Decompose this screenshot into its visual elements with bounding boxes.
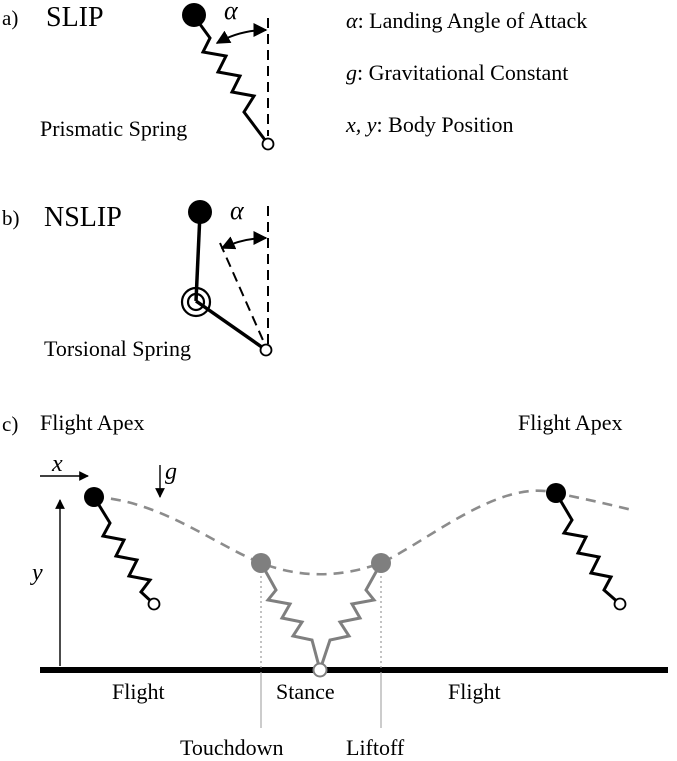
phase-flight-right: Flight bbox=[448, 679, 501, 704]
slip-foot bbox=[261, 137, 275, 151]
legend-xy: x, y: Body Position bbox=[346, 112, 513, 138]
nslip-torsional-spring-inner bbox=[186, 292, 206, 312]
gait-cycle bbox=[40, 465, 668, 728]
nslip-angle-arrow bbox=[220, 231, 268, 250]
slip-angle-symbol: α bbox=[224, 0, 238, 25]
nslip-model bbox=[180, 200, 273, 357]
legend-alpha-symbol: α bbox=[346, 8, 358, 33]
body-trajectory bbox=[93, 489, 633, 576]
flight-apex-left-label: Flight Apex bbox=[40, 410, 145, 435]
legend-alpha: α: Landing Angle of Attack bbox=[346, 8, 587, 34]
apex-left-body-mass bbox=[84, 487, 104, 507]
slip-body-mass bbox=[182, 3, 206, 27]
phase-flight-left: Flight bbox=[112, 679, 165, 704]
panel-c-tag: c) bbox=[2, 412, 19, 436]
prismatic-spring-label: Prismatic Spring bbox=[40, 116, 188, 141]
legend-g-symbol: g bbox=[346, 60, 357, 85]
legend-xy-text: : Body Position bbox=[376, 112, 514, 137]
slip-title: SLIP bbox=[46, 2, 104, 33]
apex-right-foot bbox=[613, 597, 627, 611]
apex-left-spring bbox=[92, 496, 156, 606]
touchdown-spring bbox=[259, 562, 322, 671]
liftoff-body-mass bbox=[371, 553, 391, 573]
legend-g-text: : Gravitational Constant bbox=[357, 60, 569, 85]
gravity-label: g bbox=[165, 459, 177, 485]
panel-b-tag: b) bbox=[2, 206, 20, 230]
nslip-angle-symbol: α bbox=[230, 196, 244, 225]
apex-left-foot bbox=[147, 597, 161, 611]
x-axis-label: x bbox=[52, 451, 63, 477]
nslip-foot bbox=[259, 343, 273, 357]
flight-apex-right-label: Flight Apex bbox=[518, 410, 623, 435]
touchdown-body-mass bbox=[251, 553, 271, 573]
nslip-upper-segment bbox=[194, 212, 202, 302]
apex-right-spring bbox=[554, 492, 621, 606]
stance-foot bbox=[312, 662, 328, 678]
panel-a-tag: a) bbox=[2, 6, 19, 30]
slip-prismatic-spring bbox=[192, 15, 270, 145]
nslip-title: NSLIP bbox=[44, 202, 122, 233]
liftoff-spring bbox=[318, 562, 383, 671]
legend-xy-symbol: x, y bbox=[346, 112, 377, 137]
apex-right-body-mass bbox=[546, 483, 566, 503]
nslip-body-mass bbox=[188, 200, 212, 224]
liftoff-label: Liftoff bbox=[346, 735, 405, 760]
phase-stance: Stance bbox=[276, 679, 335, 704]
torsional-spring-label: Torsional Spring bbox=[44, 336, 191, 361]
y-axis-label: y bbox=[32, 560, 43, 586]
slip-angle-arrow bbox=[215, 23, 268, 44]
legend-alpha-text: : Landing Angle of Attack bbox=[357, 8, 588, 33]
nslip-dashed-leg-line bbox=[219, 242, 267, 348]
nslip-torsional-spring-outer bbox=[180, 286, 212, 318]
touchdown-label: Touchdown bbox=[180, 735, 284, 760]
slip-model bbox=[182, 3, 275, 151]
legend-g: g: Gravitational Constant bbox=[346, 60, 568, 86]
